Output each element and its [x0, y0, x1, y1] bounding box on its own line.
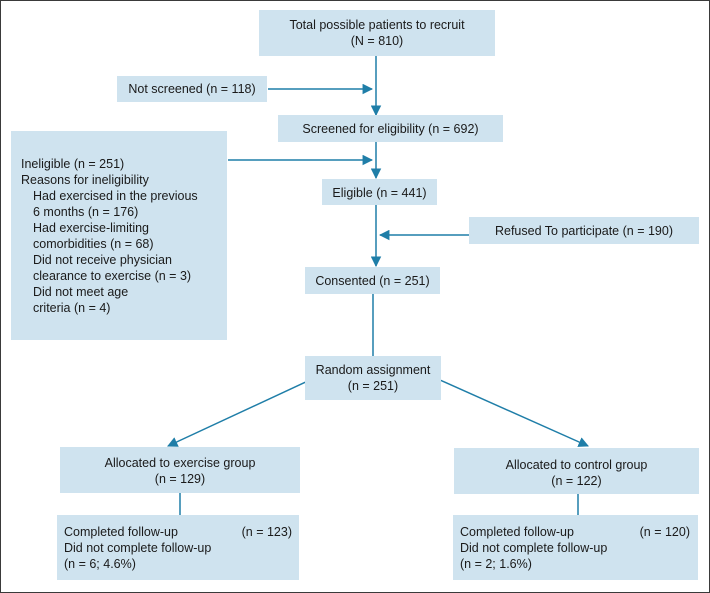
exercise-group-box: Allocated to exercise group (n = 129)	[60, 447, 300, 493]
not-completed-label: Did not complete follow-up	[64, 541, 212, 555]
random-to-exercise-arrow	[167, 379, 311, 447]
screened-box: Screened for eligibility (n = 692)	[278, 115, 503, 142]
completed-count: (n = 120)	[639, 525, 690, 539]
reason-line: Did not meet age	[33, 285, 129, 299]
random-assignment-count: (n = 251)	[347, 379, 399, 393]
completed-row: Completed follow-up (n = 123)	[64, 524, 292, 540]
control-group-label: Allocated to control group	[505, 458, 648, 472]
completed-count: (n = 123)	[241, 525, 292, 539]
refused-label: Refused To participate (n = 190)	[494, 224, 673, 238]
ineligible-reasons-heading: Reasons for ineligibility	[21, 173, 149, 187]
eligible-label: Eligible (n = 441)	[332, 186, 427, 200]
reason-line: Did not receive physician	[33, 253, 172, 267]
not-screened-box: Not screened (n = 118)	[117, 76, 267, 102]
reason-line: clearance to exercise (n = 3)	[33, 269, 192, 283]
ineligible-box: Ineligible (n = 251) Reasons for ineligi…	[11, 131, 227, 340]
consented-box: Consented (n = 251)	[305, 267, 440, 294]
reason-line: 6 months (n = 176)	[33, 205, 139, 219]
exercise-followup-box: Completed follow-up (n = 123) Did not co…	[57, 515, 299, 580]
not-screened-label: Not screened (n = 118)	[128, 82, 256, 96]
ineligible-heading: Ineligible (n = 251)	[21, 157, 125, 171]
total-patients-label: Total possible patients to recruit	[289, 18, 465, 32]
reason-line: Had exercise-limiting	[33, 221, 150, 235]
not-completed-label: Did not complete follow-up	[460, 541, 608, 555]
total-patients-box: Total possible patients to recruit (N = …	[259, 10, 495, 56]
eligible-box: Eligible (n = 441)	[322, 179, 437, 205]
completed-row: Completed follow-up (n = 120)	[460, 524, 690, 540]
random-to-control-arrow	[439, 379, 589, 447]
exercise-group-count: (n = 129)	[154, 472, 206, 486]
reason-line: Had exercised in the previous	[33, 189, 198, 203]
control-group-box: Allocated to control group (n = 122)	[454, 448, 699, 494]
reason-line: criteria (n = 4)	[33, 301, 111, 315]
completed-label: Completed follow-up	[460, 525, 574, 539]
random-assignment-label: Random assignment	[315, 363, 431, 377]
consented-label: Consented (n = 251)	[315, 274, 430, 288]
not-completed-count: (n = 6; 4.6%)	[64, 557, 136, 571]
not-completed-count: (n = 2; 1.6%)	[460, 557, 532, 571]
control-followup-box: Completed follow-up (n = 120) Did not co…	[453, 515, 698, 580]
refused-box: Refused To participate (n = 190)	[469, 217, 699, 244]
exercise-group-label: Allocated to exercise group	[104, 456, 256, 470]
random-assignment-box: Random assignment (n = 251)	[305, 356, 441, 400]
reason-line: comorbidities (n = 68)	[33, 237, 154, 251]
control-group-count: (n = 122)	[551, 474, 602, 488]
total-patients-count: (N = 810)	[350, 34, 404, 48]
completed-label: Completed follow-up	[64, 525, 178, 539]
screened-label: Screened for eligibility (n = 692)	[302, 122, 479, 136]
